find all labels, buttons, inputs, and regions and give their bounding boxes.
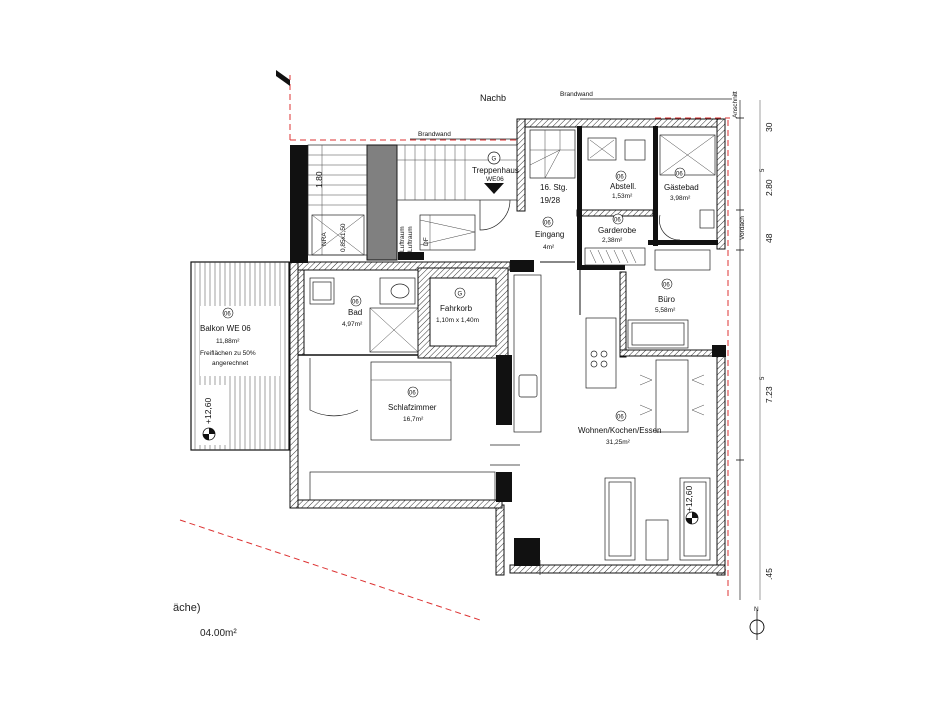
- wohnen-level: +12,60: [684, 485, 694, 512]
- corner-mark: [276, 70, 290, 86]
- balkon: 06 Balkon WE 06 11,88m² Freiflächen zu 5…: [190, 261, 290, 451]
- nachbar-label: Nachb: [480, 93, 506, 103]
- buero-area: 5,58m²: [655, 307, 676, 314]
- buero-badge: 06: [663, 283, 670, 289]
- wohnen-area: 31,25m²: [606, 439, 631, 446]
- solid-walls: [290, 126, 726, 566]
- garderobe-label: Garderobe: [598, 226, 637, 235]
- dim-723-sup: 5: [760, 376, 766, 380]
- schlafzimmer-area: 16,7m²: [403, 416, 424, 423]
- room-abstell: 06 Abstell. 1,53m²: [587, 137, 646, 200]
- abstell-badge: 06: [617, 175, 624, 181]
- dim-280: 2.80: [764, 179, 774, 196]
- brandwand-left-label: Brandwand: [418, 131, 451, 138]
- balkon-badge: 06: [224, 312, 231, 318]
- fahrkorb-label: Fahrkorb: [440, 304, 473, 313]
- area-total-fragment: 04.00m²: [200, 628, 237, 639]
- bad-label: Bad: [348, 308, 362, 317]
- room-gastebad: 06 Gästebad 3,98m²: [659, 134, 716, 241]
- gastebad-badge: 06: [676, 172, 683, 178]
- dim-30: 30: [764, 122, 774, 132]
- room-bad: 06 Bad 4,97m²: [309, 277, 419, 353]
- df-label: DF: [423, 237, 430, 246]
- dim-280-sup: 5: [760, 168, 766, 172]
- balkon-area: 11,88m²: [216, 338, 240, 345]
- bad-badge: 06: [352, 300, 359, 306]
- area-label-fragment: äche): [173, 602, 201, 614]
- room-schlafzimmer: 06 Schlafzimmer 16,7m²: [309, 358, 496, 501]
- nra-area: NRA 0,85x1,50 Luftraum Luftraum DF: [311, 214, 430, 256]
- north-letter: N: [754, 606, 759, 613]
- dim-45: .45: [764, 568, 774, 580]
- anschnitt-label: Anschnitt: [732, 91, 739, 118]
- eingang-area: 4m²: [543, 244, 555, 251]
- balkon-note-2: angerechnet: [212, 360, 248, 367]
- bad-area: 4,97m²: [342, 321, 363, 328]
- outer-walls: [289, 118, 726, 576]
- abstell-area: 1,53m²: [612, 193, 633, 200]
- left-stair: [307, 144, 368, 256]
- door-swing: [479, 199, 511, 231]
- nra-size: 0,85x1,50: [340, 223, 347, 252]
- winder-stair: [529, 129, 576, 179]
- treppenhaus-badge-text: G: [492, 157, 497, 163]
- level-marker-right-icon: [685, 511, 699, 525]
- wohnen-label: Wohnen/Kochen/Essen: [578, 426, 661, 435]
- stair-core: [366, 144, 398, 261]
- gastebad-area: 3,98m²: [670, 195, 691, 202]
- treppenhaus-we: WE06: [486, 176, 504, 183]
- room-wohnen: 06 Wohnen/Kochen/Essen 31,25m² +12,60: [513, 274, 711, 561]
- wohnen-badge: 06: [617, 415, 624, 421]
- schlafzimmer-label: Schlafzimmer: [388, 403, 437, 412]
- dimension-line-right: 30 2.80 5 48 7.23 5 .45 Anschnitt Vordac…: [732, 91, 774, 600]
- fahrkorb-size: 1,10m x 1,40m: [436, 317, 479, 324]
- room-buero: 06 Büro 5,58m²: [627, 249, 711, 349]
- dim-48: 48: [764, 233, 774, 243]
- luftraum-box: [419, 214, 476, 251]
- dim-723: 7.23: [764, 386, 774, 403]
- north-arrow-icon: N: [749, 606, 765, 640]
- luftraum-label-2: Luftraum: [407, 226, 414, 252]
- schlafzimmer-badge: 06: [409, 391, 416, 397]
- balkon-note-1: Freiflächen zu 50%: [200, 350, 256, 357]
- gastebad-label: Gästebad: [664, 183, 699, 192]
- eingang-label: Eingang: [535, 230, 564, 239]
- room-garderobe: 06 Garderobe 2,38m²: [584, 213, 646, 266]
- abstell-label: Abstell.: [610, 182, 636, 191]
- level-marker-left-icon: [202, 427, 216, 441]
- luftraum-label: Luftraum: [399, 226, 406, 252]
- garderobe-area: 2,38m²: [602, 237, 623, 244]
- fahrkorb-badge: G: [458, 292, 463, 298]
- balkon-label: Balkon WE 06: [200, 324, 251, 333]
- treppenhaus-label: Treppenhaus: [472, 166, 519, 175]
- brandwand-top-label: Brandwand: [560, 91, 593, 98]
- vordach-label: Vordach: [739, 216, 746, 240]
- nra-label: NRA: [321, 232, 328, 246]
- room-fahrkorb: G Fahrkorb 1,10m x 1,40m: [436, 287, 479, 324]
- treppenhaus-badge: [487, 151, 501, 165]
- buero-label: Büro: [658, 295, 675, 304]
- eingang-badge: 06: [544, 221, 551, 227]
- balkon-level: +12,60: [203, 397, 213, 424]
- dim-180: 1.80: [314, 171, 324, 188]
- garderobe-badge: 06: [614, 218, 621, 224]
- room-eingang: 06 Eingang 4m²: [535, 216, 564, 251]
- cooktop-icon: [590, 350, 608, 368]
- stairs-count: 16. Stg.: [540, 183, 568, 192]
- entry-arrow-icon: [484, 183, 504, 194]
- stairs-ratio: 19/28: [540, 196, 561, 205]
- interior-lines: [490, 261, 581, 575]
